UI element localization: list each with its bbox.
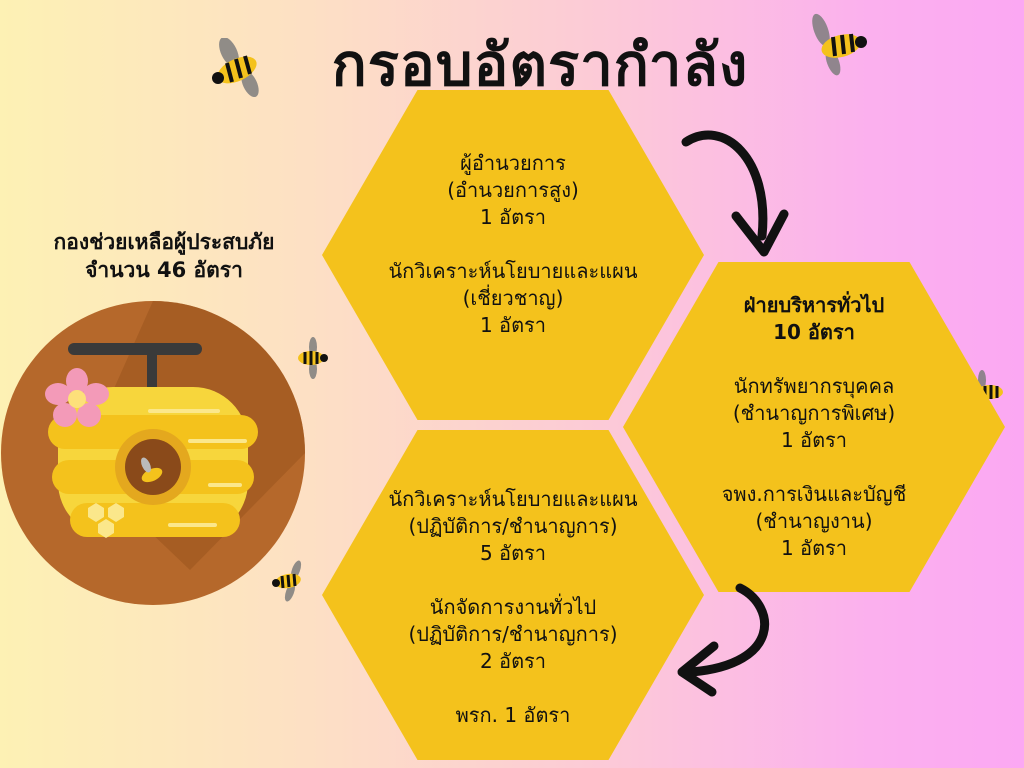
operations-positions: นักวิเคราะห์นโยบายและแผน (ปฏิบัติการ/ชำน… [352,486,674,729]
position-line: 1 อัตรา [479,313,547,337]
page-title: กรอบอัตรากำลัง [331,31,749,99]
admin-heading: ฝ่ายบริหารทั่วไป [743,293,885,317]
position-line: นักวิเคราะห์นโยบายและแผน [388,259,638,283]
position-line: 1 อัตรา [479,205,547,229]
position-line: (อำนวยการสูง) [447,178,579,202]
division-name: กองช่วยเหลือผู้ประสบภัย [53,230,275,254]
curved-arrow-icon [681,130,789,257]
position-line: นักทรัพยากรบุคคล [733,374,895,398]
position-line: (ปฏิบัติการ/ชำนาญการ) [408,622,618,646]
bee-icon [212,38,259,98]
admin-total: 10 อัตรา [773,320,855,344]
position-line: นักจัดการงานทั่วไป [429,595,597,619]
position-line: ผู้อำนวยการ [460,151,566,175]
position-line: 1 อัตรา [780,536,848,560]
position-line: (เชี่ยวชาญ) [462,286,564,310]
bee-icon [298,337,328,379]
position-line: พรก. 1 อัตรา [455,703,571,727]
position-line: 2 อัตรา [479,649,547,673]
flower-icon [45,368,109,427]
position-line: (ปฏิบัติการ/ชำนาญการ) [408,514,618,538]
bee-icon [812,13,867,76]
hexagon-admin [623,262,1005,592]
division-total: จำนวน 46 อัตรา [85,258,243,282]
bee-icon [272,560,302,602]
position-line: 5 อัตรา [479,541,547,565]
curved-arrow-icon [677,583,770,697]
position-line: จพง.การเงินและบัญชี [721,482,907,506]
position-line: 1 อัตรา [780,428,848,452]
executive-positions: ผู้อำนวยการ (อำนวยการสูง) 1 อัตรา นักวิเ… [352,150,674,339]
position-line: นักวิเคราะห์นโยบายและแผน [388,487,638,511]
position-line: (ชำนาญการพิเศษ) [732,401,896,425]
admin-positions: ฝ่ายบริหารทั่วไป 10 อัตรา นักทรัพยากรบุค… [653,292,975,562]
division-heading: กองช่วยเหลือผู้ประสบภัย จำนวน 46 อัตรา [14,228,314,284]
beehive-icon [1,301,305,605]
position-line: (ชำนาญงาน) [755,509,873,533]
